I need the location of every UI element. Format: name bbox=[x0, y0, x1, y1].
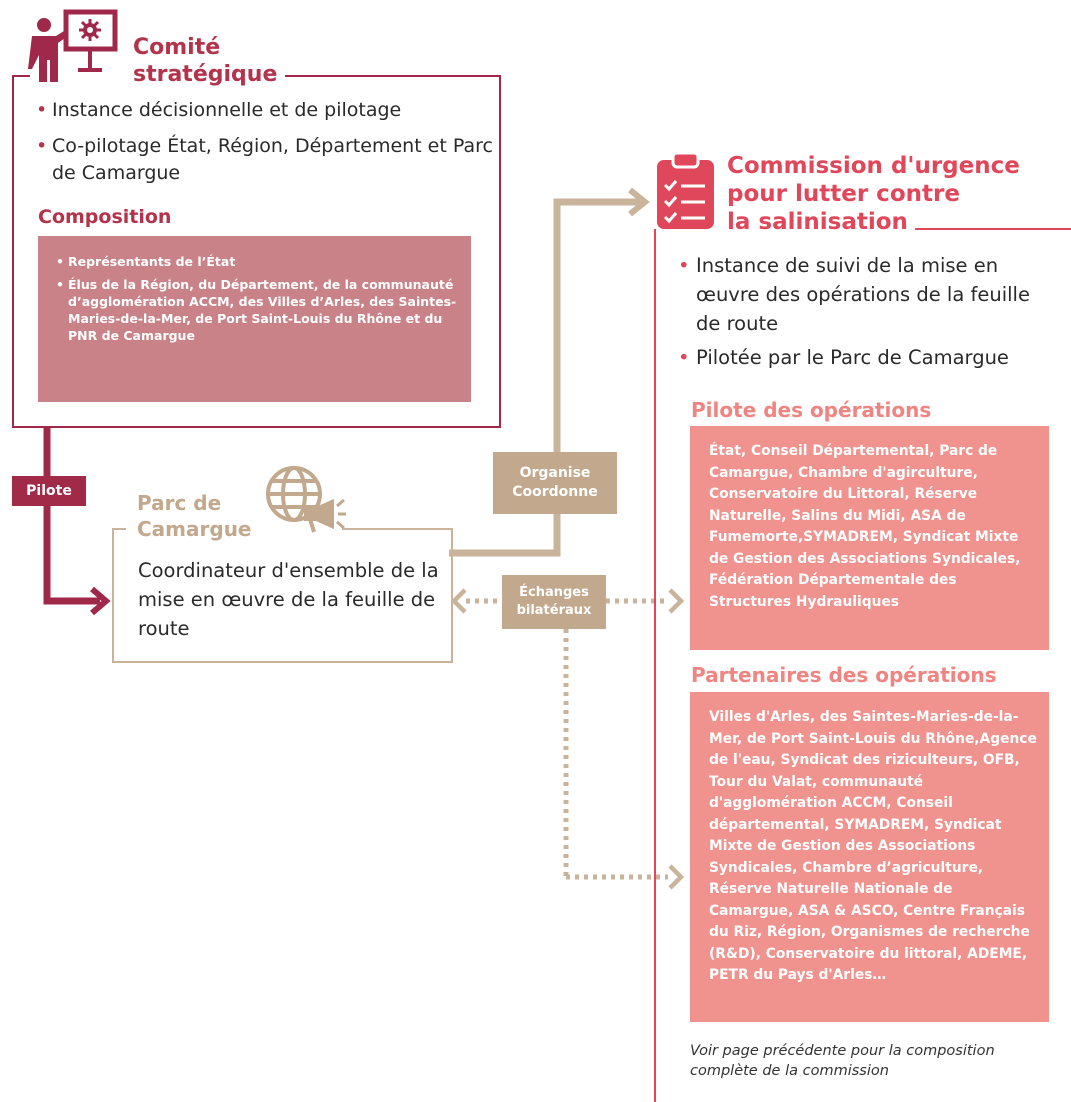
echanges-arrows bbox=[466, 598, 668, 880]
clipboard-checklist-icon bbox=[657, 151, 714, 229]
comite-bullet: Co-pilotage État, Région, Département et… bbox=[36, 133, 496, 187]
organise-arrow bbox=[449, 187, 650, 557]
presenter-board-icon bbox=[28, 9, 118, 82]
comite-title: Comité stratégique bbox=[133, 34, 277, 88]
partenaires-operations-text: Villes d'Arles, des Saintes-Maries-de-la… bbox=[709, 709, 1037, 983]
parc-description: Coordinateur d'ensemble de la mise en œu… bbox=[138, 559, 439, 640]
comite-bullet: Instance décisionnelle et de pilotage bbox=[36, 97, 496, 124]
partenaires-operations-title: Partenaires des opérations bbox=[691, 663, 997, 687]
comite-frame-top-right bbox=[285, 75, 499, 77]
commission-title-line3: la salinisation bbox=[727, 209, 908, 235]
commission-title: Commission d'urgence pour lutter contre … bbox=[727, 152, 1020, 236]
commission-bullet: Pilotée par le Parc de Camargue bbox=[678, 343, 1058, 372]
pilote-label: Pilote bbox=[12, 476, 86, 506]
echanges-arrowheads bbox=[450, 588, 685, 890]
pilote-arrow bbox=[43, 428, 111, 616]
comite-title-line2: stratégique bbox=[133, 62, 278, 87]
commission-title-line1: Commission d'urgence bbox=[727, 153, 1020, 179]
composition-item: Élus de la Région, du Département, de la… bbox=[56, 276, 459, 344]
pilote-operations-text: État, Conseil Départemental, Parc de Cam… bbox=[709, 443, 1021, 610]
pilote-operations-box: État, Conseil Départemental, Parc de Cam… bbox=[690, 426, 1049, 650]
commission-title-line2: pour lutter contre bbox=[727, 181, 960, 207]
comite-frame-top-left bbox=[12, 75, 30, 77]
composition-title: Composition bbox=[38, 206, 172, 228]
echanges-label: Échanges bilatéraux bbox=[502, 575, 606, 629]
globe-megaphone-icon bbox=[266, 466, 346, 533]
echanges-label-line2: bilatéraux bbox=[516, 603, 592, 618]
commission-frame bbox=[654, 228, 1071, 1102]
echanges-label-line1: Échanges bbox=[519, 585, 589, 600]
composition-item: Représentants de l’État bbox=[56, 253, 459, 270]
partenaires-operations-box: Villes d'Arles, des Saintes-Maries-de-la… bbox=[690, 692, 1049, 1022]
comite-bullets: Instance décisionnelle et de pilotage Co… bbox=[36, 97, 496, 196]
comite-frame bbox=[12, 75, 501, 428]
pilote-operations-title: Pilote des opérations bbox=[691, 398, 932, 422]
commission-bullets: Instance de suivi de la mise en œuvre de… bbox=[678, 251, 1058, 377]
commission-bullet: Instance de suivi de la mise en œuvre de… bbox=[678, 251, 1058, 338]
composition-box: Représentants de l’État Élus de la Régio… bbox=[38, 236, 471, 402]
parc-title-line1: Parc de bbox=[137, 491, 222, 515]
composition-list: Représentants de l’État Élus de la Régio… bbox=[38, 236, 471, 344]
organise-label: Organise Coordonne bbox=[493, 452, 617, 514]
parc-frame bbox=[112, 528, 453, 663]
parc-title: Parc de Camargue bbox=[137, 490, 252, 542]
organise-label-line2: Coordonne bbox=[512, 484, 598, 500]
comite-title-line1: Comité bbox=[133, 35, 221, 60]
commission-note: Voir page précédente pour la composition… bbox=[690, 1043, 995, 1079]
parc-title-line2: Camargue bbox=[137, 517, 252, 541]
organise-label-line1: Organise bbox=[519, 465, 591, 481]
